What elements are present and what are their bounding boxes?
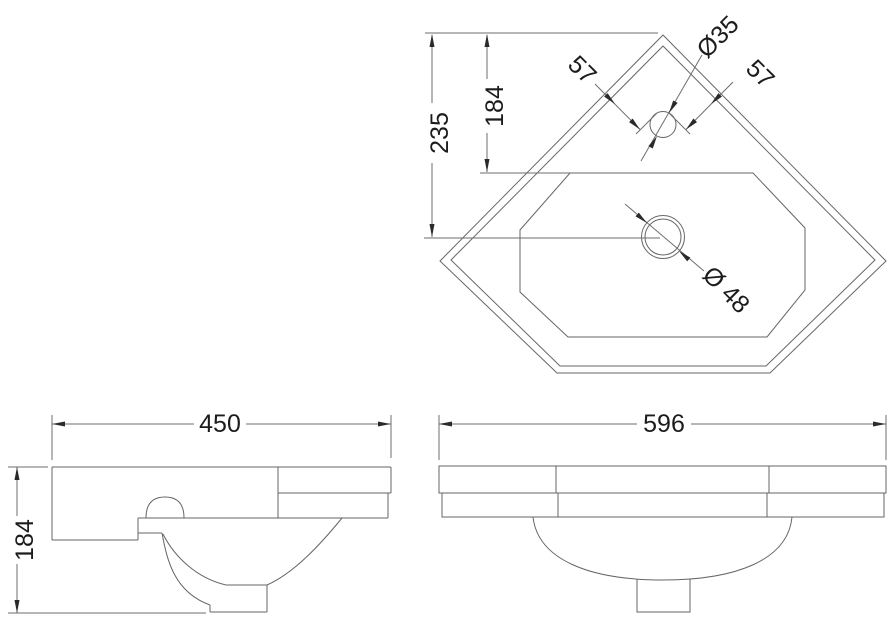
- side-view: 450 184: [8, 410, 392, 614]
- dimension-184-top: 184: [481, 34, 509, 172]
- arrow-left-icon: [439, 421, 452, 427]
- dimension-235: 235: [426, 34, 454, 237]
- arrow-sw-icon: [669, 100, 678, 113]
- arrow-up-icon: [429, 34, 435, 47]
- dim-label-184-side: 184: [11, 519, 39, 561]
- arrow-down-icon: [14, 600, 20, 613]
- front-view-bowl: [532, 516, 793, 581]
- dim-label-235: 235: [426, 112, 454, 154]
- arrow-right-icon: [873, 421, 886, 427]
- drain-hole-outer: [641, 215, 685, 259]
- side-view-profile: [51, 466, 392, 541]
- dim-label-184-top: 184: [481, 85, 509, 127]
- arrow-left-icon: [52, 421, 65, 427]
- tangent-stub-right: [668, 112, 691, 135]
- front-view-drain-spigot: [636, 579, 691, 613]
- front-view-lower-band: [441, 493, 885, 518]
- front-view-top-band: [438, 465, 887, 494]
- arrow-se-icon: [635, 212, 647, 223]
- side-view-overflow-dome: [145, 496, 185, 519]
- dim-label-57-right: 57: [740, 54, 779, 93]
- top-view-inner-rim: [450, 45, 876, 367]
- dim-label-596: 596: [643, 410, 685, 438]
- dimension-57-left: 57: [562, 50, 658, 135]
- tangent-stub-left: [635, 112, 658, 135]
- dim-label-57-left: 57: [562, 50, 601, 89]
- dimension-184-side: 184: [8, 466, 206, 614]
- front-view: 596: [438, 410, 887, 613]
- side-view-bowl: [161, 517, 343, 613]
- top-view-outer-rim: [439, 34, 887, 374]
- dim-label-450: 450: [199, 410, 241, 438]
- arrow-se-icon: [629, 118, 640, 130]
- dim-label-dia-48: Ø 48: [697, 261, 755, 319]
- dimension-596: 596: [438, 410, 887, 460]
- arrow-right-icon: [378, 421, 391, 427]
- arrow-up-icon: [14, 467, 20, 480]
- dim-label-dia-35: Ø35: [691, 10, 744, 63]
- faucet-hole: [649, 111, 677, 138]
- arrow-down-icon: [484, 159, 490, 172]
- callout-dia-48: Ø 48: [624, 203, 755, 319]
- arrow-sw-icon: [711, 93, 722, 104]
- arrow-sw-icon: [686, 118, 697, 130]
- arrow-down-icon: [429, 224, 435, 237]
- arrow-se-icon: [604, 93, 615, 104]
- arrow-nw-icon: [679, 251, 691, 262]
- dimension-57-right: 57: [668, 54, 780, 135]
- arrow-up-icon: [484, 34, 490, 47]
- top-view: 235 184 57 57: [424, 10, 887, 374]
- dimension-450: 450: [51, 410, 392, 460]
- drain-hole-inner: [644, 218, 682, 256]
- arrow-ne-icon: [648, 136, 657, 149]
- top-view-bowl-outline: [519, 172, 806, 338]
